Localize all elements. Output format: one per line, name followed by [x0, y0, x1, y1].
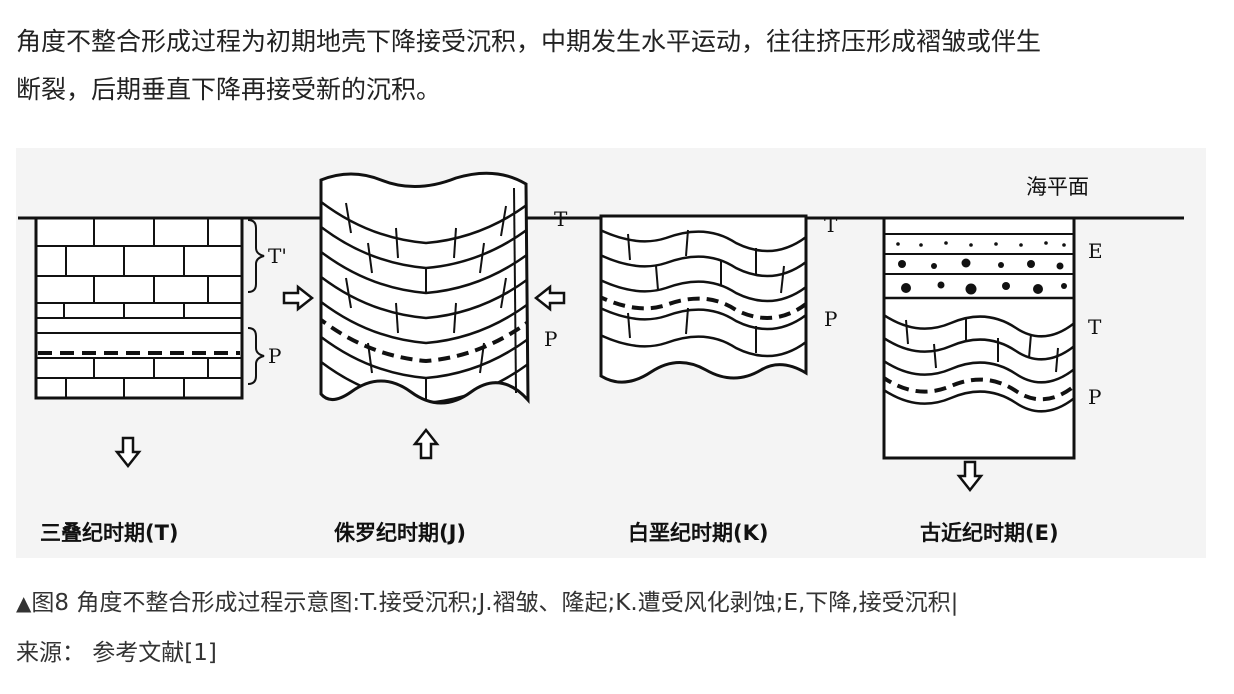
diagram-canvas: 海平面	[18, 171, 1184, 545]
panel-title-jurassic: 侏罗纪时期(J)	[334, 521, 466, 545]
caption-text: 图8 角度不整合形成过程示意图:T.接受沉积;J.褶皱、隆起;K.遭受风化剥蚀;…	[31, 590, 959, 616]
intro-line-1: 角度不整合形成过程为初期地壳下降接受沉积，中期发生水平运动，往往挤压形成褶皱或伴…	[16, 27, 1042, 56]
intro-line-2: 断裂，后期垂直下降再接受新的沉积。	[16, 75, 442, 104]
arrow-up-icon	[412, 427, 440, 460]
arrow-left-icon	[533, 284, 566, 312]
label-p-4: P	[1088, 385, 1101, 409]
panel-cretaceous: T P 白垩纪时期(K)	[599, 213, 838, 545]
panel-title-paleogene: 古近纪时期(E)	[920, 521, 1059, 545]
panel-title-triassic: 三叠纪时期(T)	[40, 521, 179, 545]
label-t-4: T	[1088, 315, 1102, 339]
label-p-1: P	[268, 344, 281, 368]
panel-triassic: T' P 三叠纪时期(T)	[34, 216, 287, 545]
figure-caption: ▲图8 角度不整合形成过程示意图:T.接受沉积;J.褶皱、隆起;K.遭受风化剥蚀…	[16, 578, 1216, 678]
label-e-4: E	[1088, 239, 1103, 263]
unconformity-diagram: 海平面	[16, 148, 1206, 558]
label-t-prime: T'	[268, 244, 287, 268]
intro-paragraph: 角度不整合形成过程为初期地壳下降接受沉积，中期发生水平运动，往往挤压形成褶皱或伴…	[16, 18, 1216, 114]
arrow-down-icon	[114, 436, 142, 469]
panel-jurassic: T P 侏罗纪时期(J)	[282, 171, 568, 545]
arrow-right-icon	[282, 284, 315, 312]
panel-title-cretaceous: 白垩纪时期(K)	[628, 521, 768, 545]
panel-paleogene: E T P 古近纪时期(E)	[882, 216, 1103, 545]
caption-source: 来源： 参考文献[1]	[16, 640, 217, 666]
label-p-2: P	[544, 327, 557, 351]
sea-level-label: 海平面	[1026, 175, 1089, 199]
triangle-icon: ▲	[16, 591, 32, 615]
label-p-3: P	[824, 307, 837, 331]
arrow-down-icon	[956, 460, 984, 493]
caption-line-1: ▲图8 角度不整合形成过程示意图:T.接受沉积;J.褶皱、隆起;K.遭受风化剥蚀…	[16, 578, 1216, 628]
label-t-3: T	[824, 213, 838, 237]
label-t-2: T	[554, 207, 568, 231]
